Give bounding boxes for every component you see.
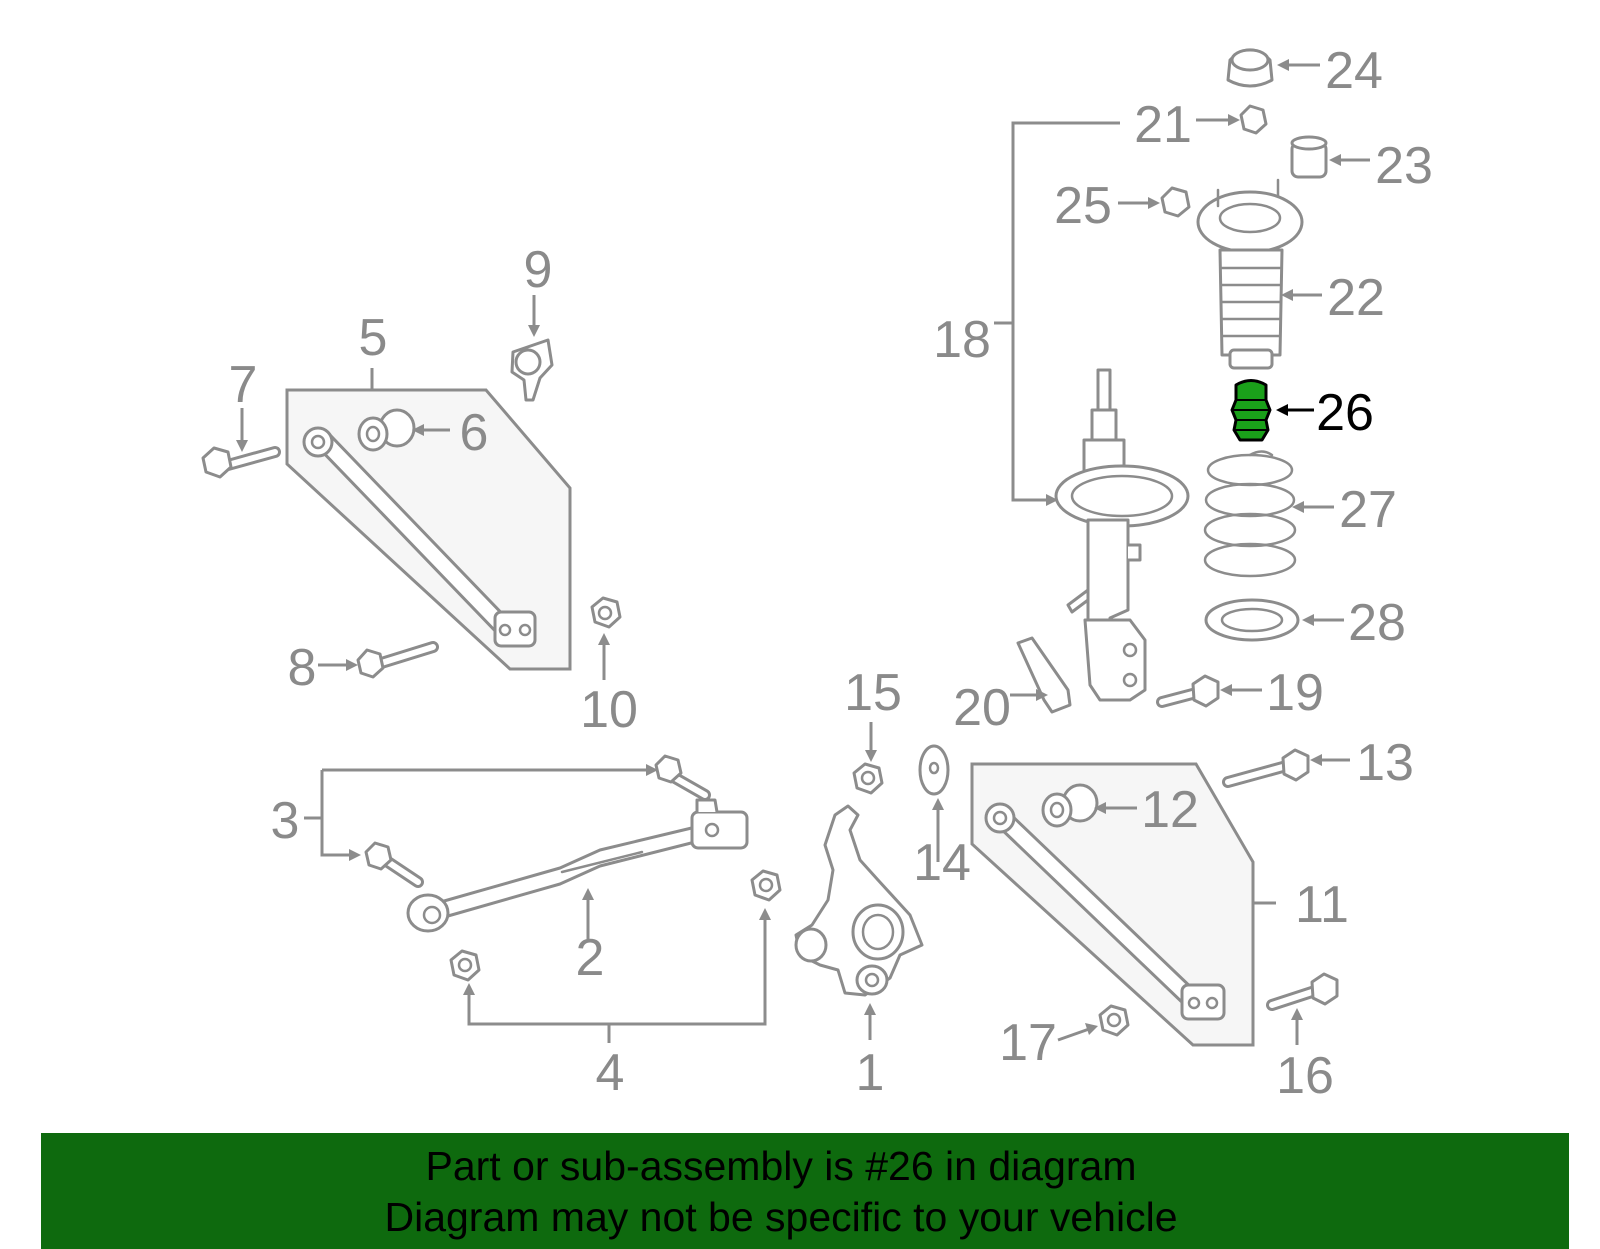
callout-23: 23 — [1375, 137, 1433, 195]
callout-22: 22 — [1327, 269, 1385, 327]
callout-labels: 1 2 3 4 5 6 7 8 9 10 11 12 13 14 15 16 1… — [229, 42, 1433, 1105]
callout-11: 11 — [1295, 876, 1349, 934]
callout-15: 15 — [844, 664, 902, 722]
info-banner: Part or sub-assembly is #26 in diagram D… — [41, 1133, 1569, 1249]
callout-27: 27 — [1339, 481, 1397, 539]
callout-21: 21 — [1134, 96, 1192, 154]
coil-spring-27 — [1203, 450, 1297, 578]
bolt-8 — [318, 641, 439, 679]
callout-1: 1 — [856, 1044, 885, 1102]
callout-10: 10 — [580, 681, 638, 739]
callout-5: 5 — [359, 309, 388, 367]
callout-17: 17 — [999, 1014, 1057, 1072]
bolt-7 — [201, 408, 281, 479]
lower-arm-group — [970, 748, 1350, 1047]
knuckle-group — [794, 722, 950, 1040]
callout-9: 9 — [524, 241, 553, 299]
bump-stop-26 — [1230, 379, 1272, 442]
callout-2: 2 — [576, 929, 605, 987]
callout-7: 7 — [229, 356, 258, 414]
callout-25: 25 — [1054, 177, 1112, 235]
callout-26: 26 — [1316, 384, 1374, 442]
callout-24: 24 — [1325, 42, 1383, 100]
callout-16: 16 — [1276, 1047, 1334, 1105]
callout-8: 8 — [288, 639, 317, 697]
callout-14: 14 — [913, 834, 971, 892]
callout-3: 3 — [271, 792, 300, 850]
callout-13: 13 — [1356, 734, 1414, 792]
callout-4: 4 — [596, 1044, 625, 1102]
mount-stack-group — [1118, 48, 1370, 642]
callout-20: 20 — [953, 679, 1011, 737]
callout-28: 28 — [1348, 594, 1406, 652]
callout-18: 18 — [933, 311, 991, 369]
upper-arm-group — [285, 368, 572, 671]
strut-group — [994, 121, 1262, 714]
banner-line-part-number: Part or sub-assembly is #26 in diagram — [425, 1143, 1137, 1189]
bracket-9 — [510, 295, 554, 402]
banner-line-disclaimer: Diagram may not be specific to your vehi… — [384, 1194, 1178, 1240]
toe-link-group — [304, 754, 782, 1043]
callout-19: 19 — [1266, 664, 1324, 722]
nut-10 — [590, 596, 622, 680]
callout-12: 12 — [1141, 781, 1199, 839]
callout-6: 6 — [460, 404, 489, 462]
